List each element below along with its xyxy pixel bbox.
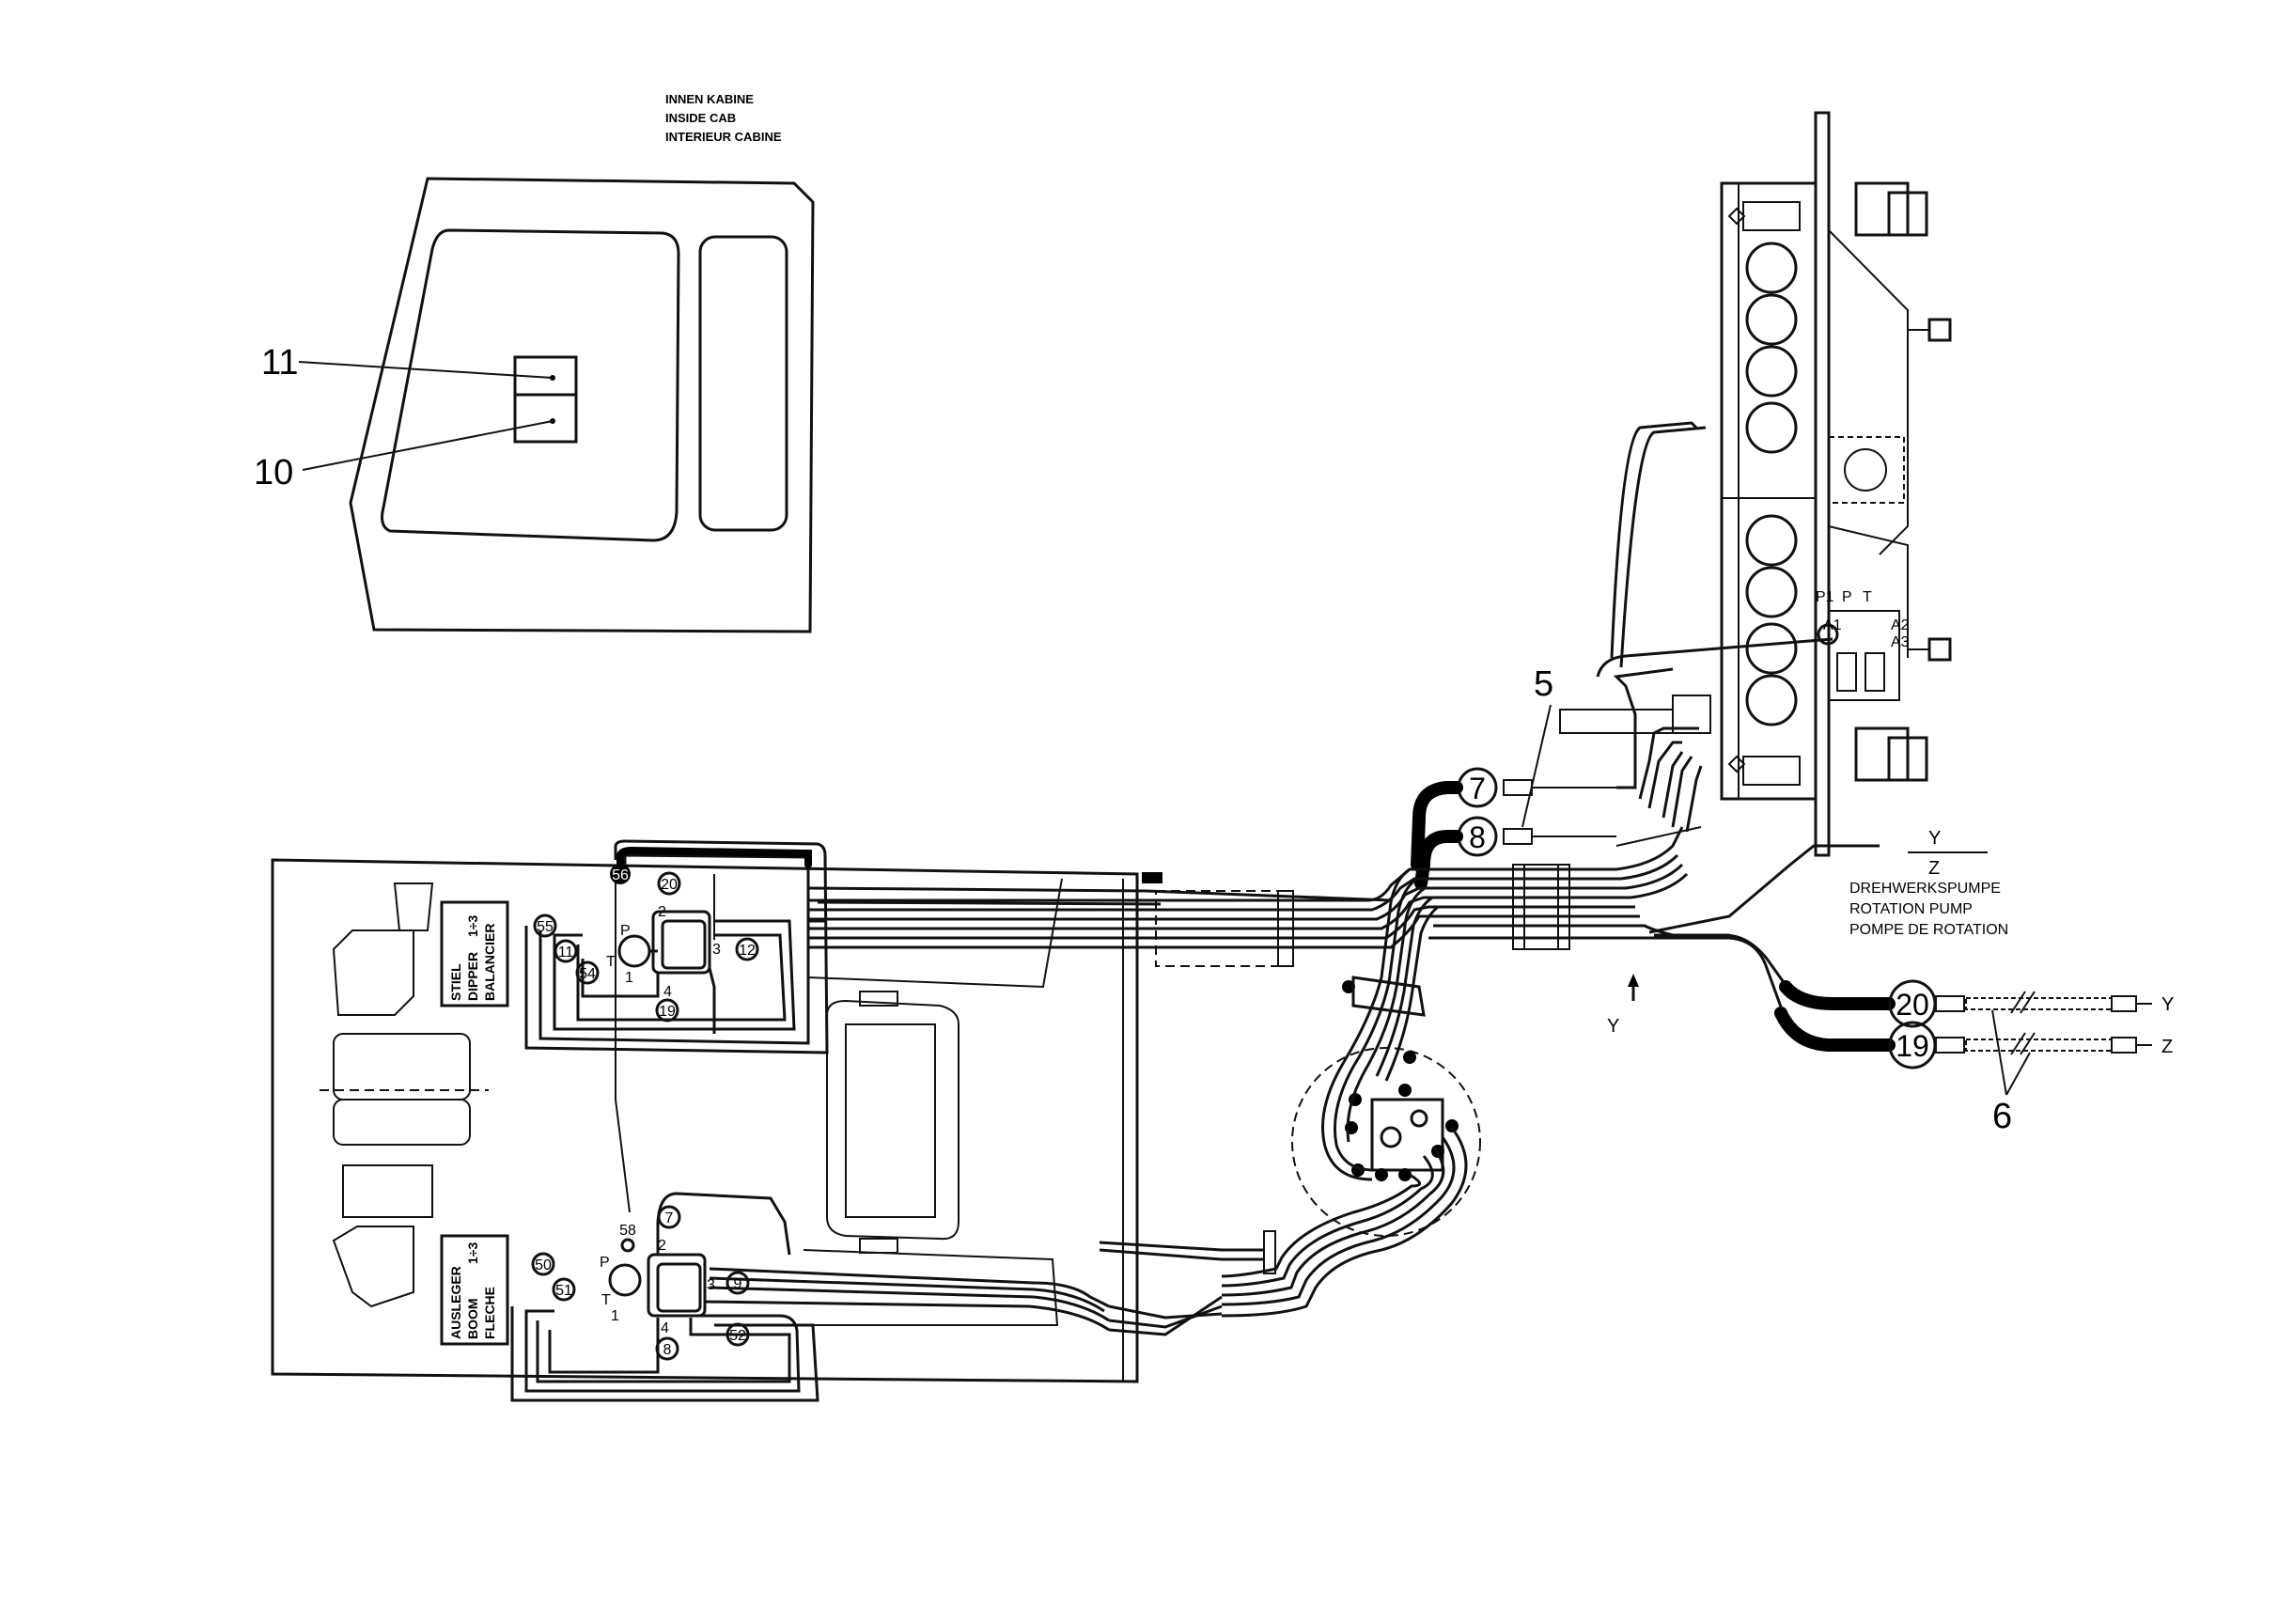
uj-c19: 19: [659, 1004, 676, 1020]
cab-note-line-1: INNEN KABINE: [665, 92, 754, 106]
upper-label-ratio: 1÷3: [465, 915, 480, 937]
lower-joystick-circles: 7 9 50 51 8 52 58: [531, 1205, 750, 1361]
yz-marker-top: Y Z: [1908, 828, 1988, 879]
callout-5-leader: [1521, 704, 1552, 828]
callout-6: 6: [1992, 1097, 2012, 1136]
hose-19-thick: [1774, 1007, 1896, 1052]
hose-bundle-valve: [1559, 421, 1833, 847]
pump-note-line-1: DREHWERKSPUMPE: [1849, 881, 2001, 897]
port-19: 19: [1888, 1021, 1937, 1070]
line-to-19: [1682, 936, 1787, 1021]
pump-note: DREHWERKSPUMPE ROTATION PUMP POMPE DE RO…: [1849, 881, 2008, 938]
lower-joystick: [510, 1192, 1264, 1402]
pump-note-line-3: POMPE DE ROTATION: [1849, 922, 2008, 938]
cab-note-line-2: INSIDE CAB: [665, 111, 736, 125]
pump-note-line-2: ROTATION PUMP: [1849, 901, 1973, 917]
upper-joystick-ports: P T 1 2 3 4: [606, 904, 721, 1000]
cab-outline: [349, 177, 815, 633]
port-label-p: P: [1842, 589, 1852, 605]
port-8: 8: [1457, 816, 1498, 857]
uj-c20: 20: [661, 877, 678, 893]
valve-port-labels: P1 P T A1 A2 A3: [1816, 589, 1910, 650]
lj-port-1: 1: [611, 1308, 619, 1324]
lj-port-2: 2: [658, 1238, 666, 1254]
lower-label-line-2: BOOM: [465, 1298, 480, 1339]
hose-20-thick: [1779, 980, 1896, 1010]
control-valve-block: [1720, 111, 1952, 857]
hose-7-thick: [1411, 781, 1463, 871]
uj-port-1: 1: [625, 970, 633, 986]
uj-c54: 54: [579, 966, 596, 982]
lower-label-line-1: AUSLEGER: [448, 1266, 463, 1339]
axis-out-y: Y: [2161, 994, 2174, 1015]
port-label-p1: P1: [1816, 589, 1834, 605]
line-to-20: [1654, 933, 1792, 992]
upper-label-line-3: BALANCIER: [482, 924, 497, 1001]
lj-c9: 9: [734, 1276, 742, 1292]
cab-switches: [298, 355, 578, 471]
lower-label-ratio: 1÷3: [465, 1242, 480, 1264]
fittings-7-8: [1503, 779, 1616, 845]
uj-c55: 55: [537, 919, 554, 935]
port-19-label: 19: [1896, 1029, 1929, 1063]
axis-y-top: Y: [1928, 828, 1941, 849]
pump-line: [1648, 844, 1880, 934]
upper-joystick: [524, 839, 1392, 1054]
port-label-a3: A3: [1891, 634, 1910, 650]
uj-port-4: 4: [663, 984, 672, 1000]
port-label-a1: A1: [1823, 617, 1842, 633]
callout-10: 10: [254, 453, 293, 492]
axis-out-z: Z: [2161, 1037, 2173, 1057]
upper-panel-label: STIEL DIPPER BALANCIER 1÷3: [440, 900, 509, 1007]
uj-port-2: 2: [658, 904, 666, 920]
port-7-label: 7: [1469, 772, 1486, 805]
lj-c7: 7: [665, 1210, 674, 1226]
uj-c11: 11: [558, 945, 574, 960]
lower-label-line-3: FLECHE: [482, 1287, 497, 1339]
hose-8-thick: [1414, 830, 1463, 890]
lj-port-t: T: [601, 1292, 611, 1308]
port-8-label: 8: [1469, 820, 1486, 854]
lj-port-p: P: [600, 1255, 610, 1271]
callout-11: 11: [261, 343, 298, 383]
lower-panel-label: AUSLEGER BOOM FLECHE 1÷3: [440, 1234, 509, 1346]
uj-c56: 56: [612, 867, 629, 883]
axis-z-bottom: Z: [1928, 858, 1940, 879]
lj-port-3: 3: [707, 1277, 715, 1293]
lj-c58: 58: [619, 1223, 636, 1239]
lower-joystick-ports: P T 1 2 3 4: [600, 1238, 715, 1336]
uj-port-3: 3: [712, 942, 721, 958]
swivel-hoses: [1221, 867, 1468, 1318]
y-arrow: Y: [1607, 974, 1639, 1037]
upper-label-line-1: STIEL: [448, 963, 463, 1001]
cab-note-line-3: INTERIEUR CABINE: [665, 130, 782, 144]
upper-label-line-2: DIPPER: [465, 952, 480, 1001]
swivel-manifold: [1291, 980, 1481, 1237]
port-label-t: T: [1863, 589, 1872, 605]
braided-hoses-6: [1935, 991, 2152, 1096]
port-7: 7: [1457, 767, 1498, 808]
axis-y-left: Y: [1607, 1016, 1619, 1037]
cab-note: INNEN KABINE INSIDE CAB INTERIEUR CABINE: [665, 92, 782, 144]
port-20-label: 20: [1896, 988, 1929, 1022]
uj-c12: 12: [739, 943, 756, 959]
lj-port-4: 4: [661, 1320, 669, 1336]
lj-c8: 8: [663, 1342, 672, 1358]
lj-c50: 50: [535, 1257, 552, 1273]
callout-5: 5: [1534, 664, 1553, 704]
armrest: [615, 874, 1063, 1326]
uj-port-p: P: [620, 923, 631, 939]
operator-console: [271, 858, 1162, 1383]
uj-port-t: T: [606, 954, 616, 970]
port-20: 20: [1888, 979, 1937, 1028]
lj-c52: 52: [729, 1328, 746, 1344]
upper-joystick-circles: 56 20 12 55 11 54 19: [533, 864, 759, 1023]
port-label-a2: A2: [1891, 617, 1910, 633]
lj-c51: 51: [555, 1283, 572, 1299]
